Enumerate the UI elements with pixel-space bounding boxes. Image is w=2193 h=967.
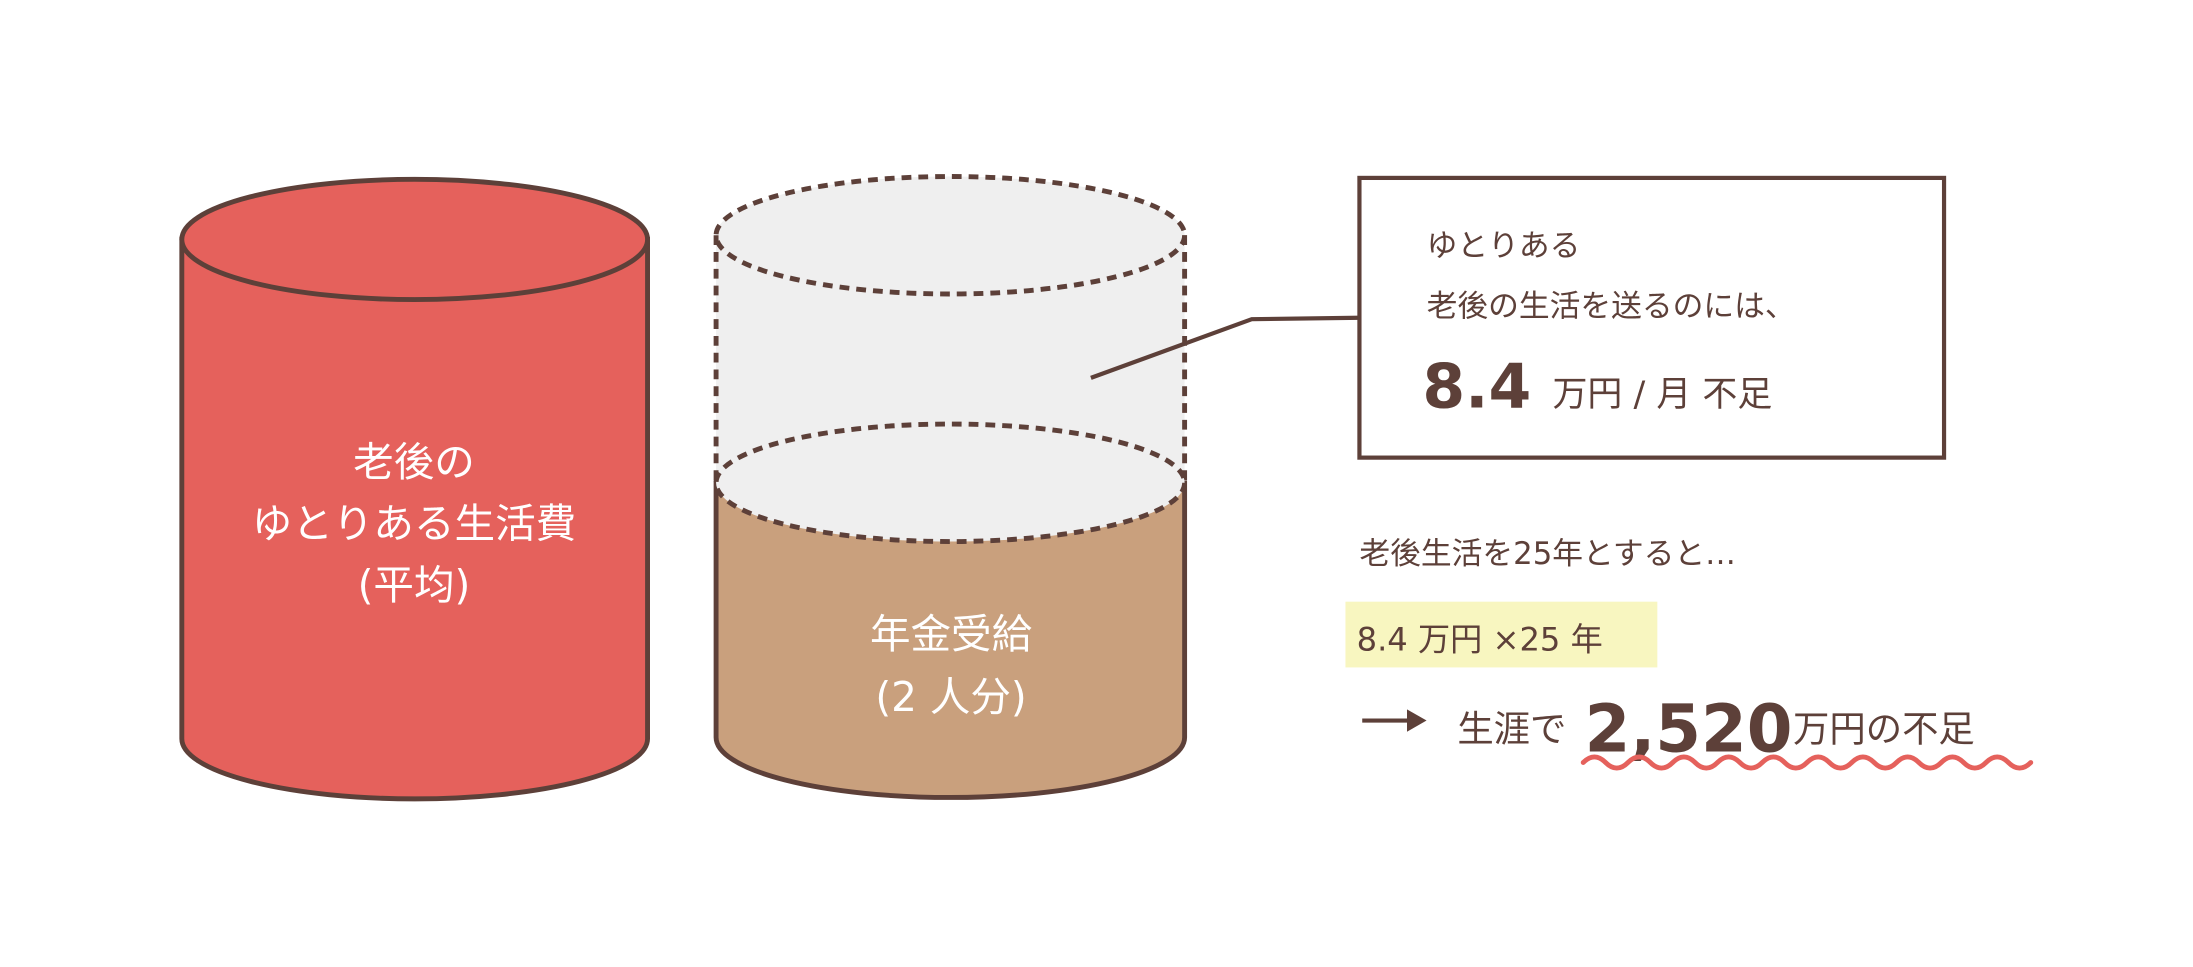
callout-box	[1357, 175, 1947, 460]
pension-cylinder: 年金受給 (2 人分)	[713, 174, 1188, 800]
pension-label-1: 年金受給	[870, 610, 1032, 658]
living-cost-cylinder: 老後の ゆとりある生活費 (平均)	[179, 176, 650, 802]
callout-amount: 8.4	[1422, 350, 1531, 422]
living-cost-label-3: (平均)	[358, 561, 471, 609]
callout-unit: 万円 / 月 不足	[1552, 375, 1772, 415]
callout-line-1: ゆとりある	[1427, 228, 1581, 264]
result-suffix: 万円の不足	[1793, 708, 1975, 751]
calc-intro: 老後生活を25年とすると…	[1359, 536, 1735, 572]
calc-formula: 8.4 万円 ×25 年	[1357, 621, 1603, 659]
wavy-underline	[1580, 754, 2034, 771]
callout-leader-line	[1090, 315, 1360, 380]
callout-line-2: 老後の生活を送るのには、	[1427, 288, 1796, 324]
pension-area	[713, 480, 1188, 800]
arrow-right-icon	[1362, 709, 1427, 732]
formula-highlight	[1345, 601, 1658, 668]
result-prefix: 生涯で	[1457, 708, 1566, 751]
pension-label-2: (2 人分)	[875, 673, 1026, 721]
shortfall-area	[716, 235, 1185, 483]
living-cost-label-2: ゆとりある生活費	[252, 499, 576, 547]
living-cost-label-1: 老後の	[353, 438, 475, 486]
result-amount: 2,520	[1585, 690, 1793, 767]
